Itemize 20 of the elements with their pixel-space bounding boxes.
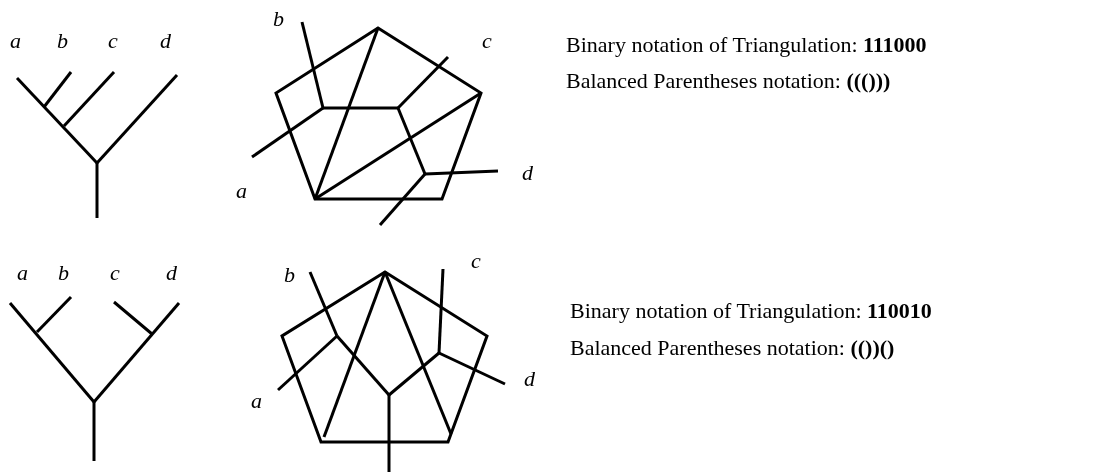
- leaf-label: a: [251, 390, 262, 412]
- leaf-label: d: [166, 262, 177, 284]
- leaf-label: c: [110, 262, 120, 284]
- leaf-label: a: [17, 262, 28, 284]
- leaf-label: d: [522, 162, 533, 184]
- notation-text: Balanced Parentheses notation: (())(): [570, 337, 895, 359]
- notation-text: Binary notation of Triangulation: 111000: [566, 34, 927, 56]
- leaf-label: c: [482, 30, 492, 52]
- notation-text: Binary notation of Triangulation: 110010: [570, 300, 932, 322]
- leaf-label: a: [236, 180, 247, 202]
- leaf-label: d: [160, 30, 171, 52]
- leaf-label: b: [58, 262, 69, 284]
- leaf-label: a: [10, 30, 21, 52]
- leaf-label: c: [471, 250, 481, 272]
- leaf-label: b: [273, 8, 284, 30]
- leaf-label: c: [108, 30, 118, 52]
- notation-text: Balanced Parentheses notation: ((())): [566, 70, 891, 92]
- leaf-label: b: [57, 30, 68, 52]
- leaf-label: b: [284, 264, 295, 286]
- leaf-label: d: [524, 368, 535, 390]
